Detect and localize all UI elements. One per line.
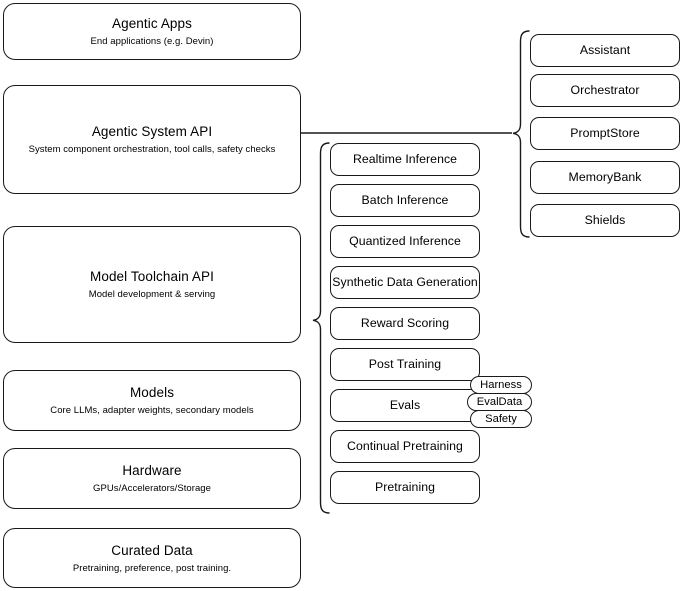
layer-model-toolchain-api[interactable]: Model Toolchain API Model development & … — [3, 226, 301, 343]
system-components-brace — [512, 30, 530, 238]
toolchain-item-label: Realtime Inference — [352, 152, 458, 166]
evals-tag-safety[interactable]: Safety — [470, 410, 532, 428]
system-item-label: Shields — [584, 213, 626, 227]
layer-title: Agentic System API — [91, 124, 213, 139]
toolchain-item-label: Continual Pretraining — [347, 439, 463, 453]
toolchain-item-quantized-inference[interactable]: Quantized Inference — [330, 225, 480, 258]
layer-curated-data[interactable]: Curated Data Pretraining, preference, po… — [3, 528, 301, 588]
layer-subtitle: Pretraining, preference, post training. — [72, 562, 232, 574]
system-item-memorybank[interactable]: MemoryBank — [530, 161, 680, 194]
layer-agentic-system-api[interactable]: Agentic System API System component orch… — [3, 85, 301, 194]
toolchain-item-label: Evals — [389, 398, 421, 412]
evals-tag-label: Safety — [485, 412, 517, 425]
toolchain-item-evals[interactable]: Evals — [330, 389, 480, 422]
toolchain-item-batch-inference[interactable]: Batch Inference — [330, 184, 480, 217]
layer-agentic-apps[interactable]: Agentic Apps End applications (e.g. Devi… — [3, 3, 301, 60]
layer-subtitle: System component orchestration, tool cal… — [28, 144, 276, 155]
toolchain-item-label: Synthetic Data Generation — [332, 275, 478, 289]
toolchain-item-pretraining[interactable]: Pretraining — [330, 471, 480, 504]
evals-tag-label: Harness — [480, 378, 522, 391]
evals-tag-label: EvalData — [476, 395, 523, 408]
layer-title: Model Toolchain API — [90, 269, 214, 284]
layer-subtitle: GPUs/Accelerators/Storage — [93, 483, 211, 494]
layer-title: Agentic Apps — [111, 16, 192, 31]
layer-hardware[interactable]: Hardware GPUs/Accelerators/Storage — [3, 448, 301, 509]
layer-title: Curated Data — [111, 542, 193, 558]
system-item-label: PromptStore — [570, 126, 640, 140]
layer-subtitle: End applications (e.g. Devin) — [90, 36, 214, 47]
system-item-label: Assistant — [579, 43, 631, 57]
system-item-shields[interactable]: Shields — [530, 204, 680, 237]
layer-subtitle: Core LLMs, adapter weights, secondary mo… — [50, 405, 254, 416]
toolchain-item-label: Batch Inference — [361, 193, 449, 207]
layer-models[interactable]: Models Core LLMs, adapter weights, secon… — [3, 370, 301, 431]
toolchain-components-brace — [312, 142, 330, 514]
system-item-assistant[interactable]: Assistant — [530, 34, 680, 67]
toolchain-item-synthetic-data-generation[interactable]: Synthetic Data Generation — [330, 266, 480, 299]
toolchain-item-label: Quantized Inference — [349, 234, 461, 248]
toolchain-item-label: Reward Scoring — [360, 316, 450, 330]
system-item-promptstore[interactable]: PromptStore — [530, 117, 680, 150]
toolchain-item-realtime-inference[interactable]: Realtime Inference — [330, 143, 480, 176]
toolchain-item-post-training[interactable]: Post Training — [330, 348, 480, 381]
layer-title: Hardware — [122, 463, 182, 478]
layer-title: Models — [129, 385, 175, 400]
system-item-orchestrator[interactable]: Orchestrator — [530, 74, 680, 107]
system-item-label: MemoryBank — [568, 170, 642, 184]
evals-tag-harness[interactable]: Harness — [470, 376, 532, 394]
toolchain-item-continual-pretraining[interactable]: Continual Pretraining — [330, 430, 480, 463]
layer-subtitle: Model development & serving — [88, 289, 216, 300]
toolchain-item-reward-scoring[interactable]: Reward Scoring — [330, 307, 480, 340]
system-item-label: Orchestrator — [570, 83, 640, 97]
toolchain-item-label: Post Training — [368, 357, 442, 371]
evals-tag-evaldata[interactable]: EvalData — [467, 393, 532, 411]
toolchain-item-label: Pretraining — [374, 480, 436, 494]
